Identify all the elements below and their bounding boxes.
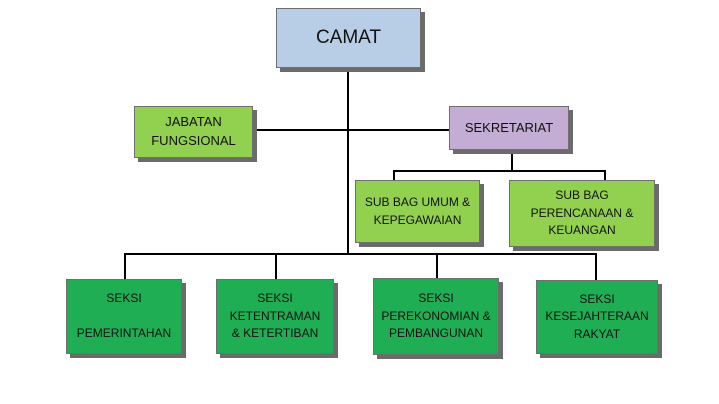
sekretariat-label: SEKRETARIAT — [464, 119, 554, 135]
sub-bag-perencanaan-box: SUB BAG PERENCANAAN & KEUANGAN — [509, 180, 655, 247]
connector-seksi2-drop — [275, 253, 277, 279]
seksi-kesejahteraan-label: SEKSI KESEJAHTERAAN RAKYAT — [545, 291, 649, 341]
seksi-ketentraman-box: SEKSI KETENTRAMAN & KETERTIBAN — [216, 279, 334, 354]
connector-camat-vertical — [347, 68, 349, 254]
connector-subbag-horizontal — [393, 170, 606, 172]
sub-bag-umum-box: SUB BAG UMUM & KEPEGAWAIAN — [355, 180, 480, 243]
camat-box: CAMAT — [276, 8, 421, 68]
seksi-pemerintahan-box: SEKSI PEMERINTAHAN — [66, 279, 182, 354]
seksi-kesejahteraan-box: SEKSI KESEJAHTERAAN RAKYAT — [536, 280, 658, 354]
connector-seksi3-drop — [436, 253, 438, 278]
connector-subbag2-drop — [604, 170, 606, 181]
jabatan-fungsional-label: JABATAN FUNGSIONAL — [151, 114, 236, 148]
connector-seksi-horizontal — [124, 253, 597, 255]
connector-staff-horizontal — [253, 129, 449, 131]
connector-seksi4-drop — [595, 253, 597, 280]
seksi-perekonomian-box: SEKSI PEREKONOMIAN & PEMBANGUNAN — [373, 278, 499, 355]
jabatan-fungsional-box: JABATAN FUNGSIONAL — [134, 106, 253, 158]
seksi-perekonomian-label: SEKSI PEREKONOMIAN & PEMBANGUNAN — [381, 291, 491, 341]
sub-bag-umum-label: SUB BAG UMUM & KEPEGAWAIAN — [364, 195, 471, 227]
seksi-ketentraman-label: SEKSI KETENTRAMAN & KETERTIBAN — [229, 291, 321, 341]
connector-sekretariat-vertical — [511, 150, 513, 171]
connector-seksi1-drop — [124, 253, 126, 279]
sekretariat-box: SEKRETARIAT — [449, 106, 569, 150]
connector-subbag1-drop — [393, 170, 395, 181]
camat-label: CAMAT — [315, 27, 382, 49]
sub-bag-perencanaan-label: SUB BAG PERENCANAAN & KEUANGAN — [530, 188, 634, 238]
seksi-pemerintahan-label: SEKSI PEMERINTAHAN — [76, 291, 172, 341]
